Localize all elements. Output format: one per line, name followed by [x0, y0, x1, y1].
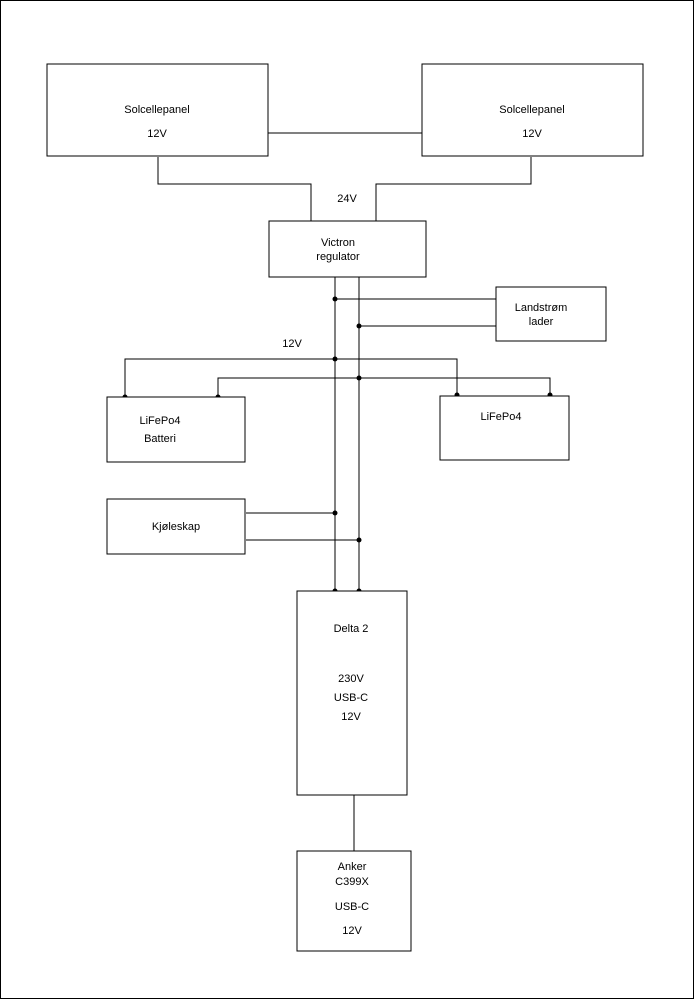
junction-dot	[332, 356, 338, 362]
label-12v: 12V	[282, 338, 302, 350]
regulator-line2: regulator	[316, 251, 360, 263]
delta-output-usbc: USB-C	[334, 692, 368, 704]
solar-panel-left: Solcellepanel 12V	[46, 63, 269, 157]
solar-panel-left-box	[46, 63, 269, 157]
junction-dot	[332, 296, 338, 302]
regulator-box	[268, 220, 427, 278]
solar-panel-right-name: Solcellepanel	[499, 104, 564, 116]
shore-charger-line2: lader	[529, 316, 554, 328]
anker-line1: Anker	[338, 861, 367, 873]
battery-left: LiFePo4 Batteri	[106, 396, 246, 463]
shore-charger-line1: Landstrøm	[515, 302, 568, 314]
delta-2: Delta 2 230V USB-C 12V	[296, 590, 408, 796]
anker-output-12v: 12V	[342, 925, 362, 937]
anker-line2: C399X	[335, 876, 369, 888]
junction-dot	[356, 375, 362, 381]
anker-output-usbc: USB-C	[335, 901, 369, 913]
delta-name: Delta 2	[334, 623, 369, 635]
anker-box	[296, 850, 412, 952]
solar-panel-left-voltage: 12V	[147, 128, 167, 140]
panel-left-to-regulator-wire	[157, 157, 312, 221]
junction-dot	[356, 537, 362, 543]
fridge-name: Kjøleskap	[152, 521, 200, 533]
delta-output-230v: 230V	[338, 673, 364, 685]
solar-panel-right: Solcellepanel 12V	[421, 63, 644, 157]
battery-right: LiFePo4	[439, 395, 570, 461]
solar-panel-right-voltage: 12V	[522, 128, 542, 140]
battery-right-box	[439, 395, 570, 461]
shore-charger: Landstrøm lader	[495, 286, 607, 342]
delta-output-12v: 12V	[341, 711, 361, 723]
solar-panel-right-box	[421, 63, 644, 157]
battery-right-line1: LiFePo4	[481, 411, 522, 423]
battery-bus-2	[217, 377, 551, 397]
fridge: Kjøleskap	[106, 498, 246, 555]
junction-dot	[356, 323, 362, 329]
fridge-box	[106, 498, 246, 555]
regulator-line1: Victron	[321, 237, 355, 249]
delta-box	[296, 590, 408, 796]
anker-charger: Anker C399X USB-C 12V	[296, 850, 412, 952]
battery-left-line2: Batteri	[144, 433, 176, 445]
solar-panel-left-name: Solcellepanel	[124, 104, 189, 116]
panel-right-to-regulator-wire	[375, 157, 532, 221]
victron-regulator: Victron regulator	[268, 220, 427, 278]
battery-left-box	[106, 396, 246, 463]
battery-left-line1: LiFePo4	[140, 415, 181, 427]
label-24v: 24V	[337, 193, 357, 205]
junction-dot	[332, 510, 338, 516]
shore-charger-box	[495, 286, 607, 342]
